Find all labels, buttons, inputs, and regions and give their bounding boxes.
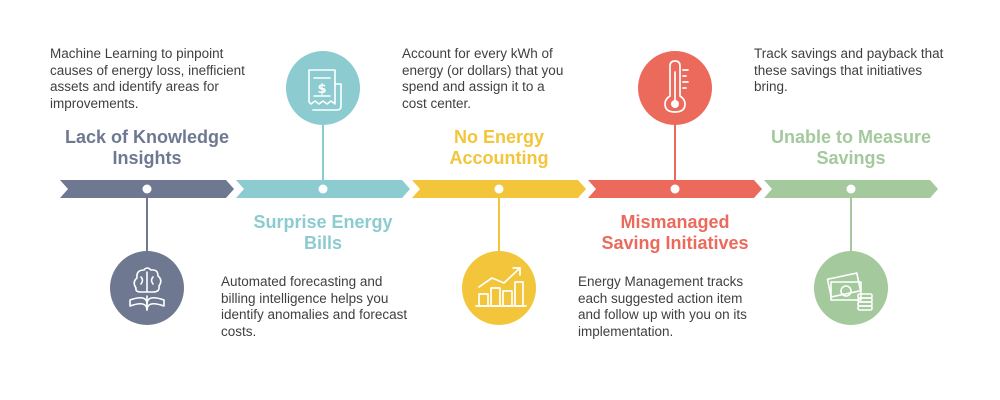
growth-chart-icon	[462, 251, 536, 325]
timeline-dot-2	[318, 184, 328, 194]
step-3-title: No Energy Accounting	[449, 127, 549, 168]
step-1-title: Lack of Knowledge Insights	[64, 127, 230, 168]
timeline-dot-4	[670, 184, 680, 194]
timeline-dot-1	[142, 184, 152, 194]
step-4-title: Mismanaged Saving Initiatives	[601, 212, 749, 253]
step-5-title: Unable to Measure Savings	[770, 127, 932, 168]
timeline-dot-3	[494, 184, 504, 194]
step-2-description: Automated forecasting and billing intell…	[221, 274, 408, 339]
cash-coins-icon	[814, 251, 888, 325]
timeline-dot-5	[846, 184, 856, 194]
thermometer-icon	[638, 51, 712, 125]
step-5-description: Track savings and payback that these sav…	[754, 46, 944, 94]
step-3-description: Account for every kWh of energy (or doll…	[402, 46, 564, 111]
step-2-title: Surprise Energy Bills	[253, 212, 393, 253]
svg-text:$: $	[317, 82, 326, 97]
invoice-bill-icon: $	[286, 51, 360, 125]
brain-book-icon	[110, 251, 184, 325]
step-4-description: Energy Management tracks each suggested …	[578, 274, 747, 339]
step-1-description: Machine Learning to pinpoint causes of e…	[50, 46, 245, 111]
